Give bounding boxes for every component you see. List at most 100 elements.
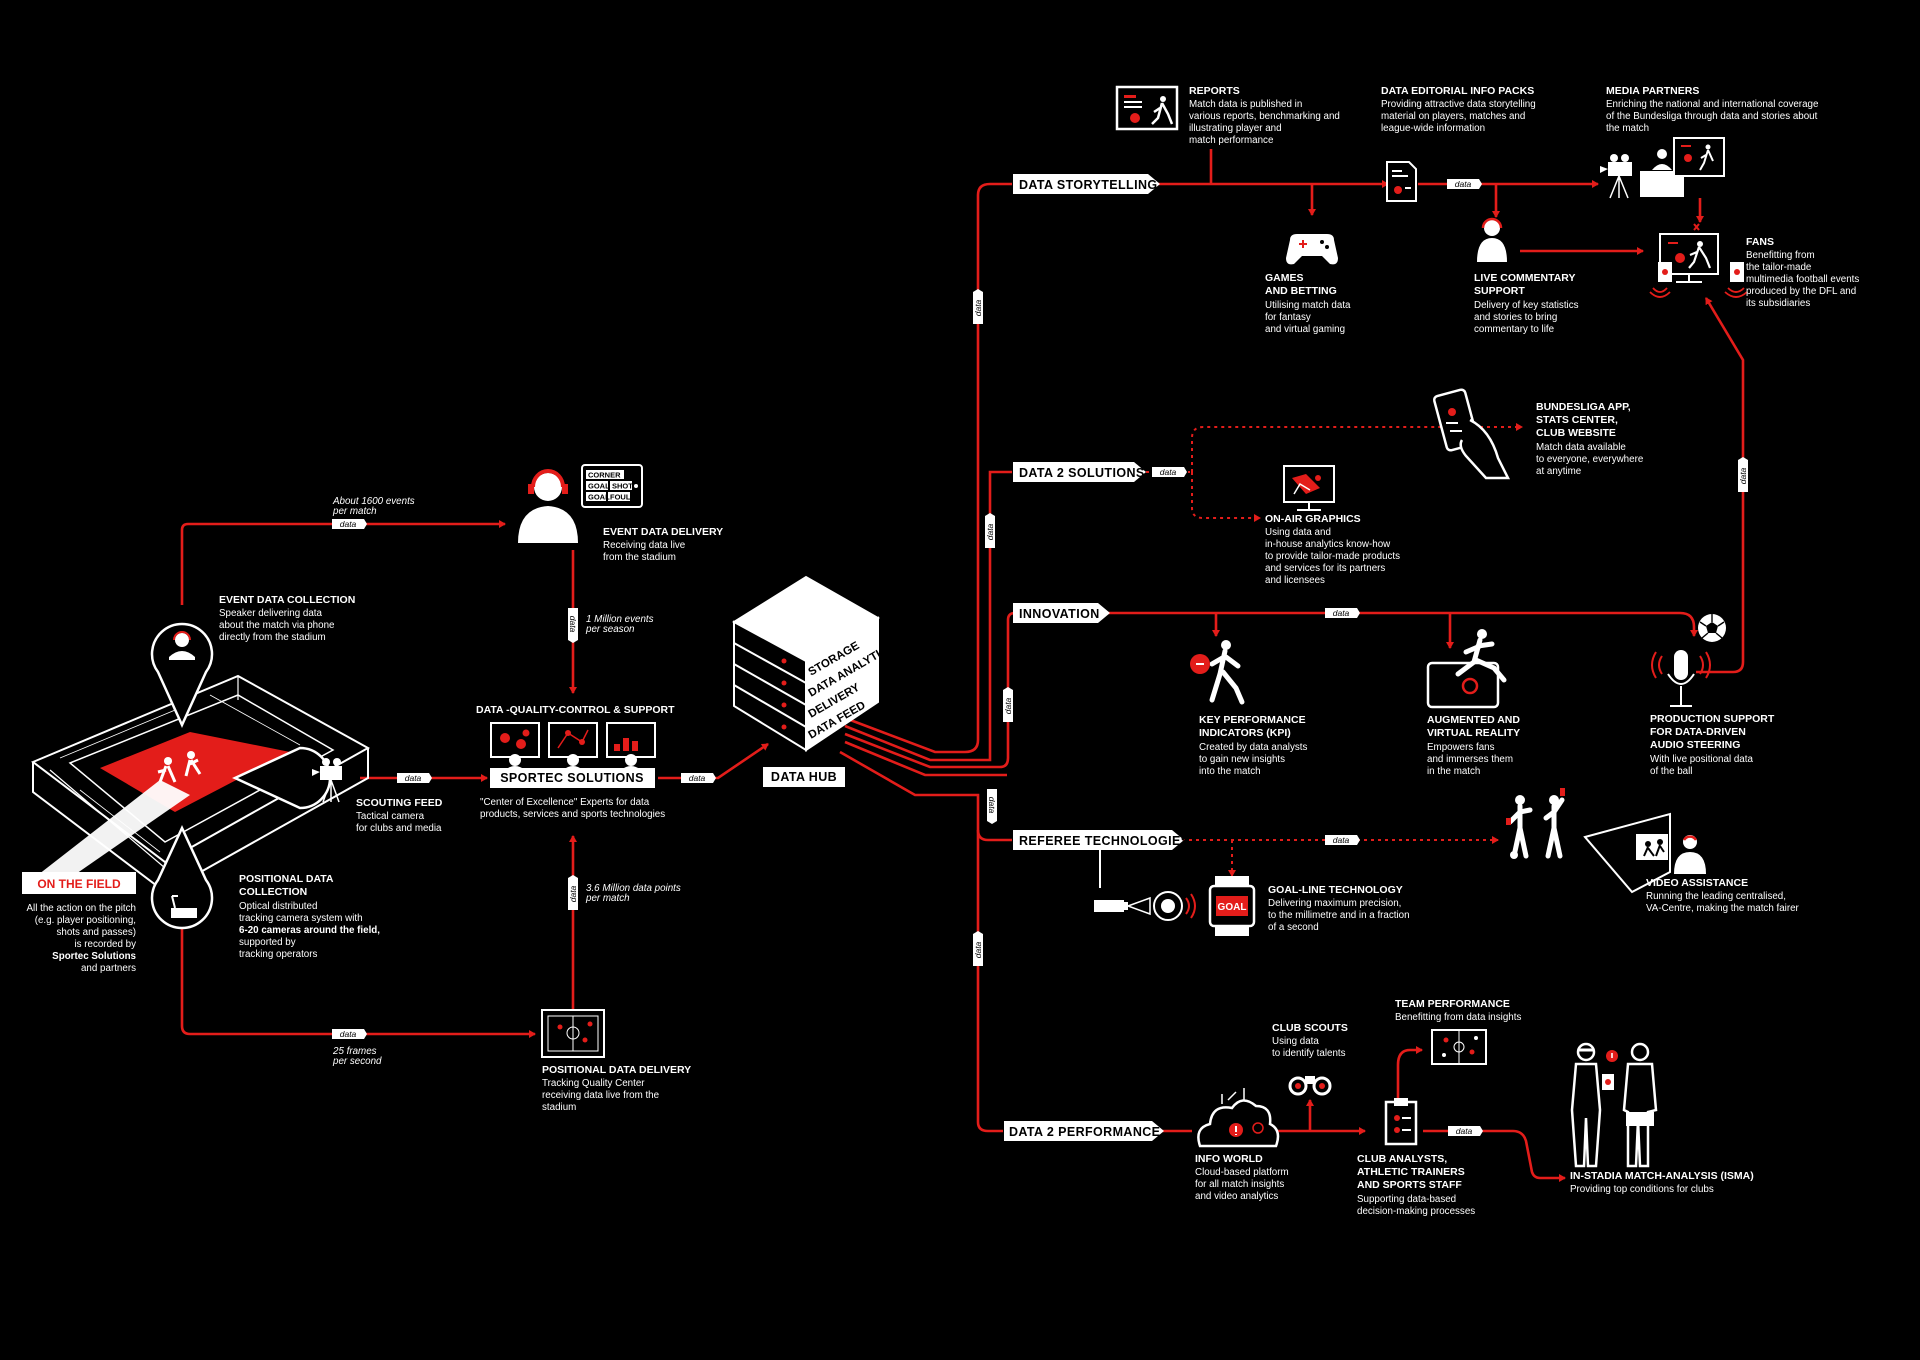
on-the-field-badge: ON THE FIELD (22, 872, 136, 894)
data-tag-label: data (1455, 179, 1472, 189)
data-tag: data (1325, 835, 1360, 845)
games-title: GAMES (1265, 272, 1304, 284)
data-tag-label: data (973, 941, 983, 958)
text-line: SUPPORT (1474, 285, 1525, 297)
text-line: to provide tailor-made products (1265, 551, 1400, 562)
fans-title: FANS (1746, 236, 1774, 248)
positional-delivery-title: POSITIONAL DATA DELIVERY (542, 1064, 691, 1076)
sportec-heading: DATA -QUALITY-CONTROL & SUPPORT (476, 704, 675, 716)
text-line: league-wide information (1381, 123, 1485, 134)
text-line: material on players, matches and (1381, 111, 1525, 122)
scouting-feed-pin (232, 746, 342, 810)
kpi-player-icon (1190, 640, 1245, 705)
data-tag: data (568, 875, 578, 910)
data-tag: data (987, 789, 997, 824)
goalline-title: GOAL-LINE TECHNOLOGY (1268, 884, 1403, 896)
scouts-text: CLUB SCOUTS Using data to identify talen… (1272, 1022, 1348, 1059)
text-line: AUDIO STEERING (1650, 739, 1740, 751)
text-line: commentary to life (1474, 324, 1555, 335)
text-line: is recorded by (74, 939, 136, 950)
data-tag: data (681, 773, 716, 783)
text-line: per match (585, 893, 630, 904)
scouts-title: CLUB SCOUTS (1272, 1022, 1348, 1034)
audio-title: PRODUCTION SUPPORT (1650, 713, 1775, 725)
on-the-field-desc: All the action on the pitch (e.g. player… (27, 903, 137, 974)
data-tag-label: data (405, 773, 422, 783)
sportec-label: SPORTEC SOLUTIONS (500, 771, 644, 785)
var-title: VIDEO ASSISTANCE (1646, 877, 1748, 889)
text-line: Enriching the national and international… (1606, 99, 1819, 110)
text-line: to identify talents (1272, 1048, 1346, 1059)
text-line: of a second (1268, 922, 1319, 933)
text-line: of the Bundesliga through data and stori… (1606, 111, 1818, 122)
data-tag: data (973, 289, 983, 324)
text-line: match performance (1189, 135, 1274, 146)
isma-title: IN-STADIA MATCH-ANALYSIS (ISMA) (1570, 1170, 1754, 1182)
text-line: stadium (542, 1102, 576, 1113)
text-line: Running the leading centralised, (1646, 891, 1786, 902)
branch-performance: DATA 2 PERFORMANCE (1004, 1121, 1164, 1141)
data-tag: data (397, 773, 432, 783)
text-line: With live positional data (1650, 754, 1753, 765)
football-icon (1698, 614, 1726, 642)
text-line: directly from the stadium (219, 632, 326, 643)
ar-tablet-icon (1426, 629, 1507, 709)
data-tag-label: data (568, 616, 578, 633)
text-line: Sportec Solutions (52, 951, 136, 962)
referee-players-icon (1506, 788, 1565, 859)
positional-collection-pin (150, 825, 214, 930)
data-tag-label: data (1333, 608, 1350, 618)
isma-coaches-icon (1570, 1042, 1658, 1168)
kpi-title: KEY PERFORMANCE (1199, 714, 1306, 726)
data-tag-label: data (1456, 1126, 1473, 1136)
text-line: 3.6 Million data points (586, 883, 681, 894)
text-line: Speaker delivering data (219, 608, 322, 619)
analysts-title: CLUB ANALYSTS, (1357, 1153, 1447, 1165)
player-icons (157, 751, 202, 783)
branch-solutions-label: DATA 2 SOLUTIONS (1019, 466, 1145, 480)
text-line: its subsidiaries (1746, 298, 1810, 309)
text-line: FOR DATA-DRIVEN (1650, 726, 1746, 738)
text-line: of the ball (1650, 766, 1692, 777)
onair-graphics-icon (1283, 465, 1335, 511)
ar-text: AUGMENTED AND VIRTUAL REALITY Empowers f… (1427, 714, 1520, 777)
text-line: Utilising match data (1265, 300, 1351, 311)
editorial-text: DATA EDITORIAL INFO PACKS Providing attr… (1381, 85, 1536, 134)
text-line: Empowers fans (1427, 742, 1495, 753)
stadium-illustration (25, 674, 371, 894)
text-line: INDICATORS (KPI) (1199, 727, 1291, 739)
branch-storytelling: DATA STORYTELLING (1013, 174, 1160, 194)
data-tag-label: data (985, 523, 995, 540)
text-line: and partners (81, 963, 136, 974)
text-line: tracking operators (239, 949, 318, 960)
text-line: per second (332, 1056, 382, 1067)
infoworld-title: INFO WORLD (1195, 1153, 1263, 1165)
text-line: Receiving data live (603, 540, 686, 551)
text-line: Delivering maximum precision, (1268, 898, 1401, 909)
text-line: CLUB WEBSITE (1536, 427, 1616, 439)
smartphone-hand-icon (1432, 388, 1511, 480)
on-the-field-label: ON THE FIELD (37, 877, 121, 891)
media-partners-text: MEDIA PARTNERS Enriching the national an… (1606, 85, 1819, 134)
editorial-title: DATA EDITORIAL INFO PACKS (1381, 85, 1534, 97)
text-line: 6-20 cameras around the field, (239, 925, 380, 936)
text-line: in the match (1427, 766, 1480, 777)
text-line: illustrating player and (1189, 123, 1282, 134)
text-line: for all match insights (1195, 1179, 1284, 1190)
data-tag-label: data (973, 299, 983, 316)
text-line: Tactical camera (356, 811, 425, 822)
branch-storytelling-label: DATA STORYTELLING (1019, 178, 1158, 192)
data-tag-label: data (689, 773, 706, 783)
data-tag-label: data (1160, 467, 1177, 477)
branch-referee: REFEREE TECHNOLOGIES (1013, 830, 1189, 850)
positional-collection-text: POSITIONAL DATA COLLECTION Optical distr… (239, 873, 380, 960)
connectors (180, 149, 1745, 1182)
data-tag-label: data (568, 885, 578, 902)
var-text: VIDEO ASSISTANCE Running the leading cen… (1646, 877, 1800, 914)
text-line: shots and passes) (56, 927, 136, 938)
app-title: BUNDESLIGA APP, (1536, 401, 1631, 413)
text-line: VA-Centre, making the match fairer (1646, 903, 1800, 914)
data-hub-box: DATA HUB (763, 767, 845, 787)
text-line: Tracking Quality Center (542, 1078, 645, 1089)
